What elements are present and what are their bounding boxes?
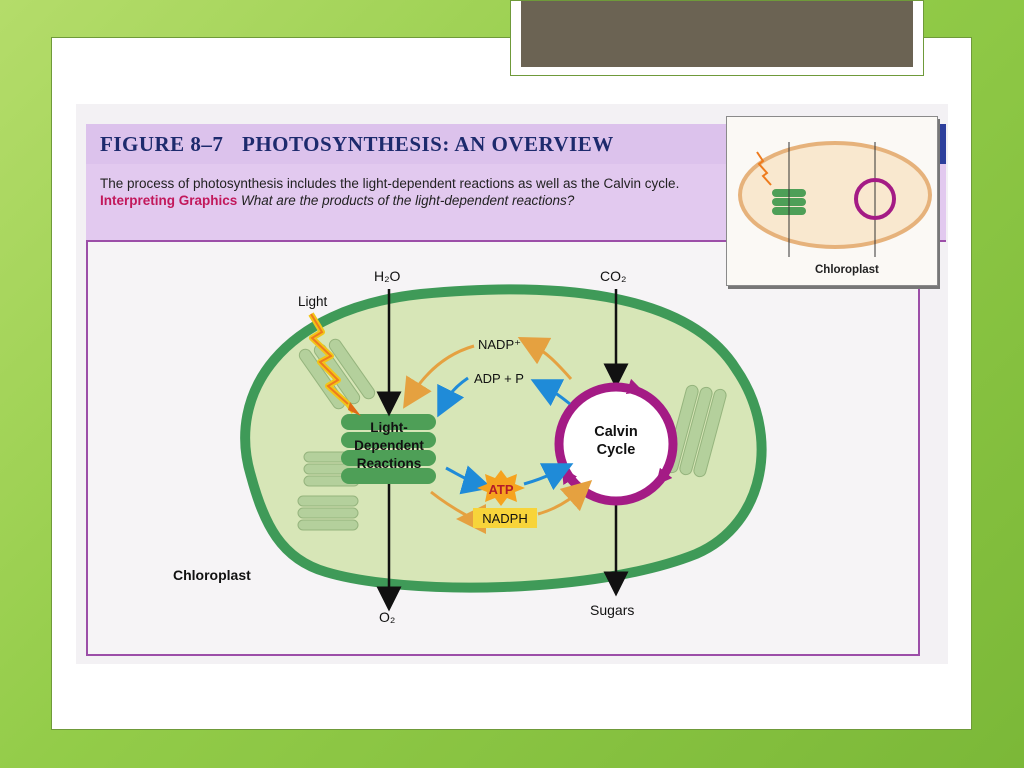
figure-title: PHOTOSYNTHESIS: AN OVERVIEW	[242, 132, 614, 156]
inset-chloroplast-label: Chloroplast	[815, 264, 879, 276]
calvin-label-2: Cycle	[597, 442, 636, 458]
figure-caption: The process of photosynthesis includes t…	[100, 175, 700, 209]
chloroplast-membrane	[240, 284, 767, 593]
figure-label: FIGURE 8–7	[100, 132, 224, 156]
h2o-label: H₂O	[374, 268, 401, 284]
light-dependent-label-3: Reactions	[357, 456, 422, 471]
co2-label: CO₂	[600, 268, 626, 284]
photosynthesis-diagram: Light- Dependent Reactions Light H₂O O₂ …	[173, 268, 767, 625]
nadp-return-arrow	[403, 344, 475, 409]
inset-diagram	[738, 141, 932, 257]
slide-title-placeholder[interactable]	[510, 0, 924, 76]
calvin-label-1: Calvin	[594, 424, 638, 440]
atp-from-light-arrow	[445, 465, 493, 495]
adp-label: ADP + P	[474, 371, 524, 386]
o2-label: O₂	[379, 609, 395, 625]
sugars-label: Sugars	[590, 602, 634, 618]
nadph-box	[473, 508, 537, 528]
nadph-label: NADPH	[482, 511, 528, 526]
title-bar	[521, 1, 913, 67]
nadp-from-calvin-arrow	[517, 336, 573, 380]
nadph-arrow-right	[537, 479, 593, 516]
textbook-figure: FIGURE 8–7 PHOTOSYNTHESIS: AN OVERVIEW T…	[76, 104, 948, 664]
atp-to-calvin-arrow	[523, 463, 574, 491]
chloroplast-label: Chloroplast	[173, 567, 251, 583]
adp-return-arrow	[437, 376, 469, 418]
light-dependent-block	[341, 414, 436, 484]
inset-calvin-ring	[854, 178, 896, 220]
nadph-to-calvin-arrow	[430, 490, 487, 534]
atp-label: ATP	[488, 482, 513, 497]
adp-from-calvin-arrow	[530, 379, 571, 407]
light-dependent-label-1: Light-	[370, 420, 407, 435]
nadp-label: NADP⁺	[478, 337, 521, 352]
caption-text: The process of photosynthesis includes t…	[100, 176, 680, 191]
caption-heading: Interpreting Graphics	[100, 193, 238, 208]
chloroplast-inset: Chloroplast	[726, 116, 938, 286]
light-dependent-label-2: Dependent	[354, 438, 424, 453]
light-label: Light	[298, 294, 328, 309]
inset-chloroplast-body	[738, 141, 932, 249]
atp-star-icon	[477, 470, 525, 506]
caption-question: What are the products of the light-depen…	[241, 193, 575, 208]
